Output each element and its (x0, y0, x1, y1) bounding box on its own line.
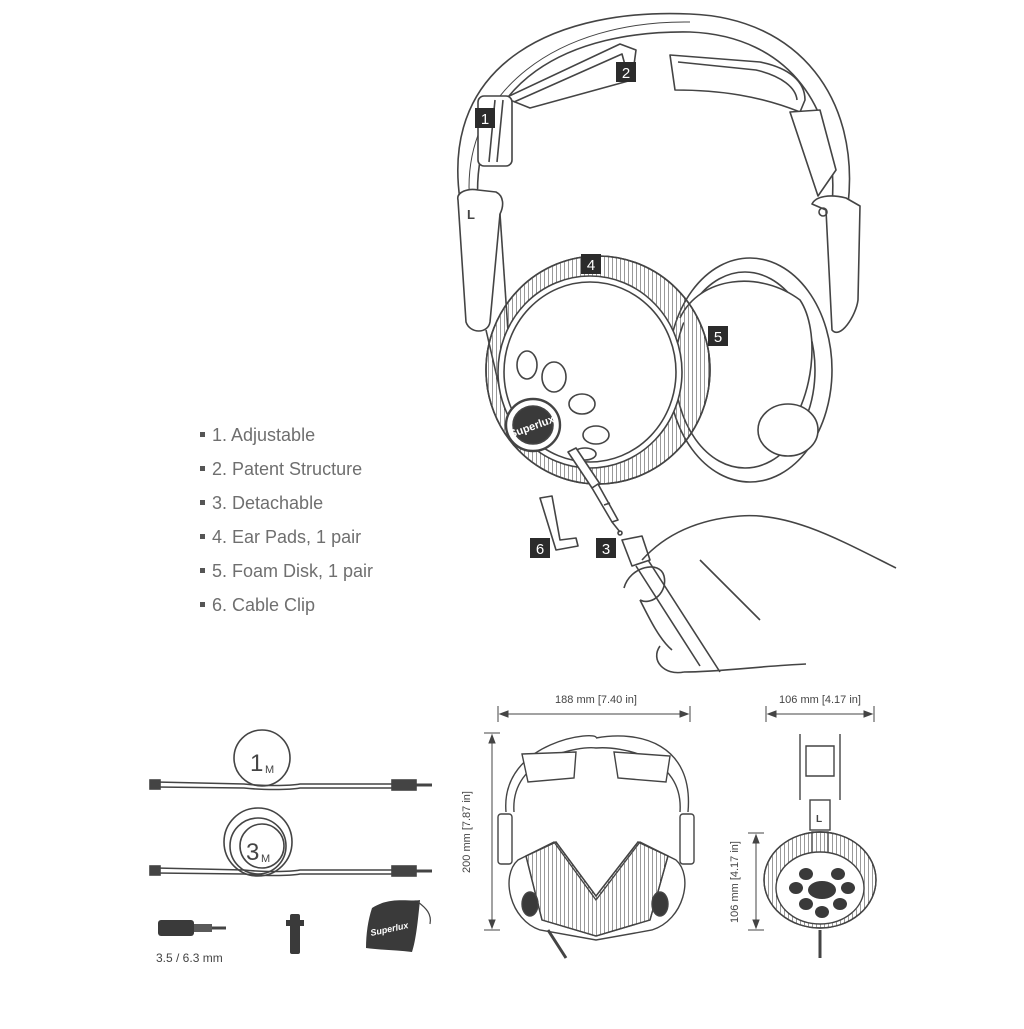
feature-label: 3. Detachable (212, 493, 324, 513)
front-width-dimension (497, 706, 691, 722)
feature-label: 1. Adjustable (212, 425, 316, 445)
cable-3m (149, 807, 432, 877)
bullet-icon (200, 500, 205, 505)
cable-clip (539, 495, 579, 551)
side-cup-dimension (748, 832, 764, 931)
hand (641, 514, 897, 569)
carry-pouch: Superlux (366, 900, 431, 952)
feature-label: 2. Patent Structure (212, 459, 363, 479)
feature-item: 6. Cable Clip (200, 590, 373, 624)
depth-dimension: 106 mm [4.17 in] (779, 694, 861, 706)
bullet-icon (200, 466, 205, 471)
callouts: 1 2 3 4 5 6 (475, 62, 728, 558)
width-dimension: 188 mm [7.40 in] (555, 694, 637, 706)
adapter-label: 3.5 / 6.3 mm (156, 951, 223, 965)
feature-label: 5. Foam Disk, 1 pair (212, 561, 374, 581)
callout-box-4 (581, 254, 601, 274)
callout-box-6 (530, 538, 550, 558)
cable-1m-length: 1 (250, 750, 263, 777)
slider-right (789, 109, 837, 197)
cup-height-dimension: 106 mm [4.17 in] (729, 841, 741, 923)
feature-item: 1. Adjustable (200, 420, 373, 454)
callout-4: 4 (587, 257, 595, 274)
cable-1m-unit: M (265, 764, 274, 776)
callout-6: 6 (536, 541, 544, 558)
cable-3m-unit: M (261, 853, 270, 865)
feature-list: 1. Adjustable 2. Patent Structure 3. Det… (200, 420, 373, 624)
callout-1: 1 (481, 111, 489, 128)
height-dimension: 200 mm [7.87 in] (461, 791, 473, 873)
callout-5: 5 (714, 329, 722, 346)
callout-box-5 (708, 326, 728, 346)
callout-box-1 (475, 108, 495, 128)
yoke-left (457, 188, 504, 332)
bullet-icon (200, 432, 205, 437)
callout-box-2 (616, 62, 636, 82)
side-depth-dimension (765, 706, 875, 722)
side-view (763, 734, 877, 958)
feature-label: 6. Cable Clip (212, 595, 316, 615)
callout-3: 3 (602, 541, 610, 558)
front-height-dimension (484, 732, 500, 931)
cable-plug (621, 535, 651, 567)
front-view (497, 735, 695, 959)
cable-1m (149, 729, 432, 791)
bullet-icon (200, 534, 205, 539)
callout-2: 2 (622, 65, 630, 82)
side-view-marker: L (816, 814, 822, 825)
bullet-icon (200, 568, 205, 573)
bullet-icon (200, 602, 205, 607)
feature-item: 5. Foam Disk, 1 pair (200, 556, 373, 590)
feature-item: 4. Ear Pads, 1 pair (200, 522, 373, 556)
feature-item: 2. Patent Structure (200, 454, 373, 488)
yoke-right (811, 195, 861, 334)
callout-box-3 (596, 538, 616, 558)
adapter-plug (158, 920, 226, 936)
cable-coil-3m (223, 807, 293, 877)
side-marker: L (467, 207, 475, 222)
headphone-illustration: Superlux (457, 12, 897, 674)
cable-3m-length: 3 (246, 839, 259, 866)
headband-outer (457, 12, 851, 206)
cable-clip-accessory (286, 914, 304, 954)
vent-holes (516, 350, 610, 461)
feature-item: 3. Detachable (200, 488, 373, 522)
headband-inner (476, 31, 834, 206)
feature-label: 4. Ear Pads, 1 pair (212, 527, 362, 547)
